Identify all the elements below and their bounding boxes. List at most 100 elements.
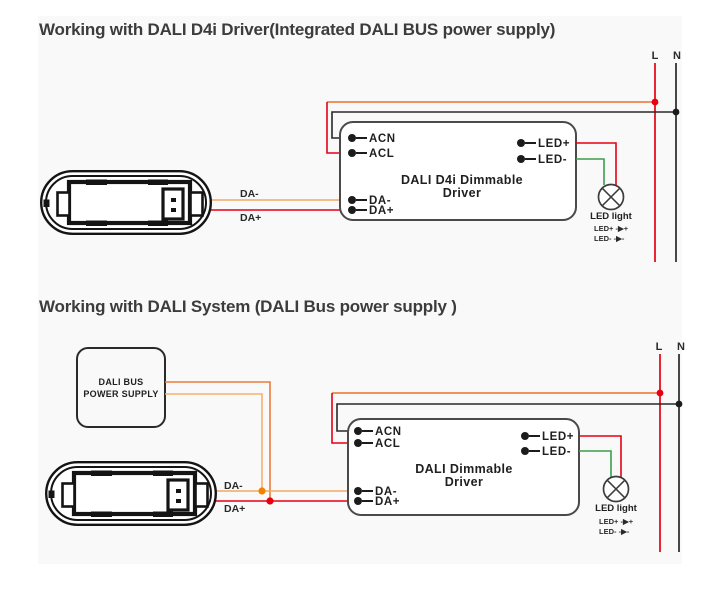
diagram1-led-plus-wire [576, 142, 617, 185]
device-tab [91, 511, 112, 517]
lamp-legend-minus: LED- -▶- [594, 234, 625, 243]
terminal-dot [354, 427, 362, 435]
diagram2: Working with DALI System (DALI Bus power… [39, 297, 685, 552]
terminal-dot [348, 196, 356, 204]
terminal-label: DA- [369, 195, 391, 207]
diagram2-terminal-da-minus: DA- [354, 486, 397, 498]
diagram2-led-minus-wire [579, 450, 612, 477]
terminal-dot [348, 149, 356, 157]
diagram1: Working with DALI D4i Driver(Integrated … [39, 20, 681, 262]
diagram2-line-l-label: L [656, 341, 663, 353]
terminal-label: ACL [375, 438, 400, 450]
diagram2-terminal-da-plus: DA+ [354, 496, 400, 508]
diagram1-l-junction-dot [651, 98, 659, 106]
terminal-label: LED+ [538, 138, 570, 150]
device-left-clip [56, 191, 71, 217]
diagram2-bus-psu-wire-upper [165, 381, 271, 501]
diagram1-terminal-da-minus: DA- [348, 195, 391, 207]
diagram1-terminal-acl: ACL [348, 148, 394, 160]
diagram2-driver-name-line1: DALI Dimmable [415, 462, 513, 476]
device-tab [86, 179, 107, 185]
diagram2-da-minus-junction-dot [258, 487, 266, 495]
lamp-legend-plus: LED+ -▶+ [599, 517, 634, 526]
dali-bus-power-supply-box [76, 347, 166, 428]
terminal-label: LED+ [542, 431, 574, 443]
diagram2-terminal-led-plus: LED+ [521, 431, 574, 443]
device-side-nub [48, 490, 55, 498]
diagram1-dali-control-device [40, 170, 213, 235]
terminal-label: ACL [369, 148, 394, 160]
diagram1-line-n-label: N [673, 50, 681, 62]
diagram1-n-junction-dot [672, 108, 680, 116]
lamp-legend-plus: LED+ -▶+ [594, 224, 629, 233]
diagram2-da-plus-wire-label: DA+ [224, 503, 245, 515]
device-side-nub [43, 199, 50, 207]
diagram1-da-plus-wire-label: DA+ [240, 212, 261, 224]
diagram1-driver-name-line1: DALI D4i Dimmable [401, 173, 523, 187]
diagram2-da-plus-junction-dot [266, 497, 274, 505]
diagram1-title: Working with DALI D4i Driver(Integrated … [39, 20, 555, 39]
connector-pin [171, 198, 176, 202]
diagram1-terminal-led-minus: LED- [517, 154, 567, 166]
terminal-dot [348, 206, 356, 214]
device-left-clip [61, 482, 76, 508]
diagram1-led-minus-wire [576, 158, 605, 185]
diagram2-led-light: LED light LED+ -▶+ LED- -▶- [595, 475, 638, 536]
device-tab [153, 470, 173, 476]
device-right-clip [189, 191, 204, 217]
connector-pin [176, 489, 181, 493]
connector-pin [176, 499, 181, 503]
terminal-label: ACN [375, 426, 402, 438]
terminal-dot [354, 439, 362, 447]
terminal-dot [354, 487, 362, 495]
diagram2-driver-box [347, 418, 580, 516]
diagram1-line-l-label: L [652, 50, 659, 62]
diagram2-terminal-acn: ACN [354, 426, 402, 438]
lamp-label: LED light [595, 503, 638, 514]
diagram2-led-plus-wire [579, 435, 622, 477]
terminal-dot [521, 447, 529, 455]
device-right-clip [194, 482, 209, 508]
diagram1-terminal-led-plus: LED+ [517, 138, 570, 150]
dali-bus-psu-label-line2: POWER SUPPLY [83, 389, 158, 399]
diagram1-driver-name-line2: Driver [443, 186, 482, 200]
terminal-label: LED- [538, 154, 567, 166]
terminal-dot [354, 497, 362, 505]
diagram2-driver-name-line2: Driver [445, 475, 484, 489]
diagram2-dali-control-device [45, 461, 218, 526]
terminal-label: DA+ [369, 205, 394, 217]
lamp-label: LED light [590, 211, 633, 222]
terminal-dot [521, 432, 529, 440]
diagram1-terminal-da-plus: DA+ [348, 205, 394, 217]
terminal-label: ACN [369, 133, 396, 145]
diagram2-da-minus-wire-label: DA- [224, 480, 243, 492]
device-tab [91, 470, 112, 476]
terminal-label: LED- [542, 446, 571, 458]
terminal-dot [348, 134, 356, 142]
diagram2-line-n-label: N [677, 341, 685, 353]
diagram1-da-minus-wire-label: DA- [240, 188, 259, 200]
lamp-cross-icon [606, 479, 626, 499]
lamp-cross-icon [601, 187, 621, 207]
terminal-dot [517, 139, 525, 147]
diagram1-led-light: LED light LED+ -▶+ LED- -▶- [590, 183, 633, 243]
diagram1-terminal-acn: ACN [348, 133, 396, 145]
diagram2-terminal-acl: ACL [354, 438, 400, 450]
connector-pin [171, 208, 176, 212]
terminal-label: DA- [375, 486, 397, 498]
diagram2-bus-psu-wire-lower [165, 393, 263, 491]
dali-bus-psu-label-line1: DALI BUS [99, 377, 144, 387]
diagram2-l-junction-dot [656, 389, 664, 397]
device-tab [148, 179, 168, 185]
terminal-dot [517, 155, 525, 163]
diagram1-driver-box [339, 121, 577, 221]
device-connector [166, 478, 190, 512]
terminal-label: DA+ [375, 496, 400, 508]
device-tab [153, 511, 173, 517]
device-tab [86, 220, 107, 226]
diagram2-n-junction-dot [675, 400, 683, 408]
device-tab [148, 220, 168, 226]
diagram2-terminal-led-minus: LED- [521, 446, 571, 458]
